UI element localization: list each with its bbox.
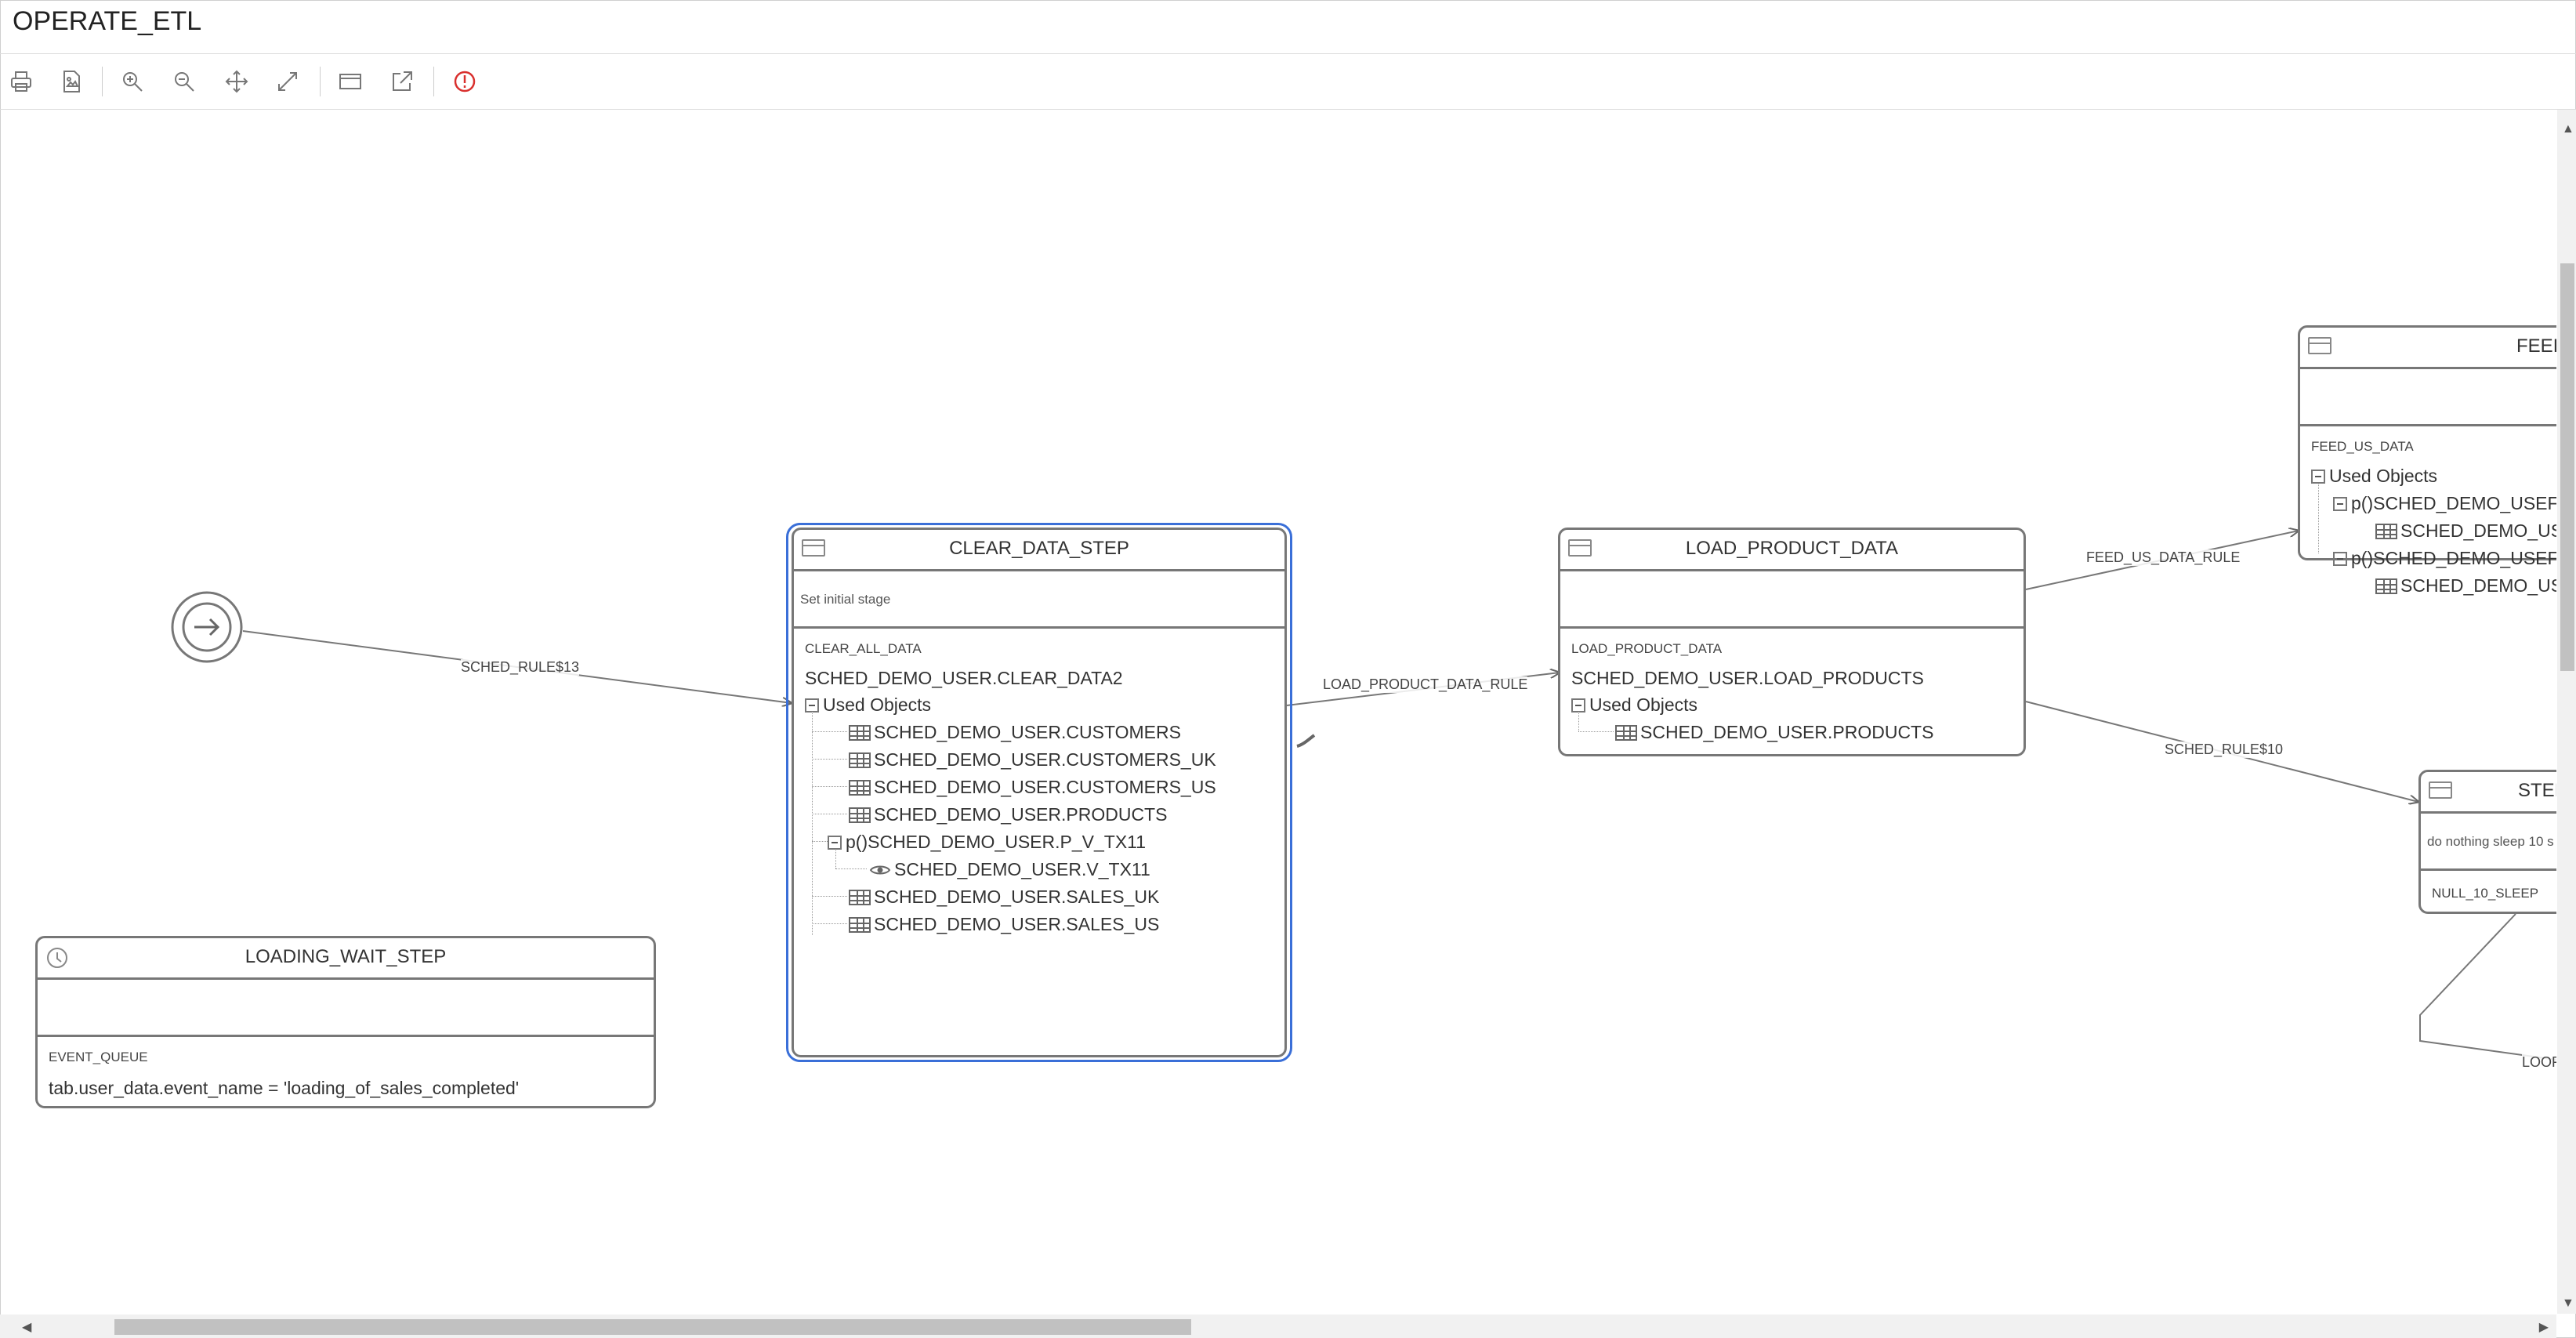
window-icon [2308,337,2331,354]
scroll-up-icon[interactable]: ▲ [2562,122,2574,136]
edge-label-loop[interactable]: LOOF [2522,1054,2556,1071]
zoom-out-icon[interactable] [169,67,199,96]
horizontal-scrollbar[interactable]: ◀ ▶ [0,1314,2556,1338]
edge-label-feed-us[interactable]: FEED_US_DATA_RULE [2086,549,2241,566]
node-load-product-data[interactable]: LOAD_PRODUCT_DATA LOAD_PRODUCT_DATA SCHE… [1558,528,2026,756]
used-object-item[interactable]: p()SCHED_DEMO_USEF [2333,548,2556,569]
window-icon [802,539,825,557]
used-object-item[interactable]: SCHED_DEMO_US [2375,575,2556,596]
node-job: CLEAR_ALL_DATA [805,641,922,656]
collapse-icon[interactable] [828,835,842,850]
used-object-item[interactable]: SCHED_DEMO_USER.V_TX11 [869,859,1150,880]
used-object-item[interactable]: p()SCHED_DEMO_USEF [2333,493,2556,514]
scroll-left-icon[interactable]: ◀ [22,1321,32,1334]
used-object-item[interactable]: SCHED_DEMO_USER.PRODUCTS [849,804,1167,825]
window-icon [2429,781,2452,799]
node-title: CLEAR_DATA_STEP [949,538,1129,559]
node-loading-wait-step[interactable]: LOADING_WAIT_STEP EVENT_QUEUE tab.user_d… [35,936,656,1108]
horizontal-scroll-thumb[interactable] [114,1319,1191,1335]
table-icon [1615,724,1637,741]
edge-loop [2419,913,2556,1061]
warning-icon[interactable] [450,67,480,96]
collapse-icon[interactable] [2333,496,2347,511]
used-object-item[interactable]: SCHED_DEMO_USER.PRODUCTS [1615,722,1933,743]
node-title: STEI [2518,780,2556,801]
start-node[interactable] [172,593,241,662]
node-step[interactable]: STEI do nothing sleep 10 s NULL_10_SLEEP [2418,770,2556,914]
collapse-icon[interactable] [1571,698,1585,713]
scroll-down-icon[interactable]: ▼ [2562,1296,2574,1310]
node-program: SCHED_DEMO_USER.CLEAR_DATA2 [805,668,1123,688]
clock-icon [47,948,67,968]
used-objects-toggle[interactable]: Used Objects [805,694,931,716]
page-title: OPERATE_ETL [13,6,202,36]
edge-label-load-product[interactable]: LOAD_PRODUCT_DATA_RULE [1323,676,1528,693]
selection-outline [786,523,1292,1062]
node-job: FEED_US_DATA [2311,439,2414,454]
title-bar: OPERATE_ETL [0,0,2576,54]
node-title: FEEI [2516,335,2556,357]
node-title: LOADING_WAIT_STEP [245,946,447,967]
export-icon[interactable] [387,67,417,96]
scroll-right-icon[interactable]: ▶ [2538,1321,2549,1334]
used-objects-toggle[interactable]: Used Objects [1571,694,1697,716]
node-condition: tab.user_data.event_name = 'loading_of_s… [49,1078,520,1098]
table-icon [849,916,871,933]
table-icon [849,724,871,741]
edge-label-rule13[interactable]: SCHED_RULE$13 [461,659,580,676]
pan-icon[interactable] [222,67,252,96]
diagram-canvas[interactable]: SCHED_RULE$13 LOAD_PRODUCT_DATA_RULE FEE… [0,110,2556,1314]
node-description: Set initial stage [800,592,891,607]
fit-icon[interactable] [273,67,303,96]
vertical-scroll-thumb[interactable] [2560,263,2574,671]
node-program: SCHED_DEMO_USER.LOAD_PRODUCTS [1571,668,1924,688]
save-image-icon[interactable] [56,67,86,96]
view-icon [869,865,891,874]
node-title: LOAD_PRODUCT_DATA [1685,538,1899,559]
used-object-item[interactable]: SCHED_DEMO_USER.SALES_UK [849,887,1159,908]
node-job: LOAD_PRODUCT_DATA [1571,641,1723,656]
edge-label-rule10[interactable]: SCHED_RULE$10 [2165,742,2284,758]
vertical-scrollbar[interactable]: ▲ ▼ [2557,110,2576,1314]
table-icon [2375,523,2397,539]
table-icon [849,752,871,768]
table-icon [849,779,871,796]
toolbar [0,54,2576,110]
used-object-item[interactable]: p()SCHED_DEMO_USER.P_V_TX11 [828,832,1146,853]
node-description: do nothing sleep 10 s [2427,834,2554,849]
print-icon[interactable] [6,67,36,96]
window-icon [1568,539,1592,557]
window-icon[interactable] [335,67,365,96]
collapse-icon[interactable] [2333,551,2347,566]
node-clear-data-step[interactable]: CLEAR_DATA_STEP Set initial stage CLEAR_… [792,528,1287,1057]
node-feed-us-data[interactable]: FEEI FEED_US_DATA Used Objects p()SCHED_… [2298,325,2556,596]
table-icon [849,807,871,823]
node-job: NULL_10_SLEEP [2432,886,2539,901]
used-object-item[interactable]: SCHED_DEMO_USER.CUSTOMERS_UK [849,749,1216,771]
table-icon [2375,578,2397,594]
used-object-item[interactable]: SCHED_DEMO_USER.SALES_US [849,914,1159,935]
zoom-in-icon[interactable] [118,67,147,96]
used-object-item[interactable]: SCHED_DEMO_USER.CUSTOMERS [849,722,1181,743]
used-object-item[interactable]: SCHED_DEMO_USER.CUSTOMERS_US [849,777,1216,798]
node-job: EVENT_QUEUE [49,1050,148,1064]
used-objects-toggle[interactable]: Used Objects [2311,466,2437,487]
collapse-icon[interactable] [805,698,819,713]
collapse-icon[interactable] [2311,469,2325,484]
used-object-item[interactable]: SCHED_DEMO_US [2375,520,2556,542]
table-icon [849,889,871,905]
